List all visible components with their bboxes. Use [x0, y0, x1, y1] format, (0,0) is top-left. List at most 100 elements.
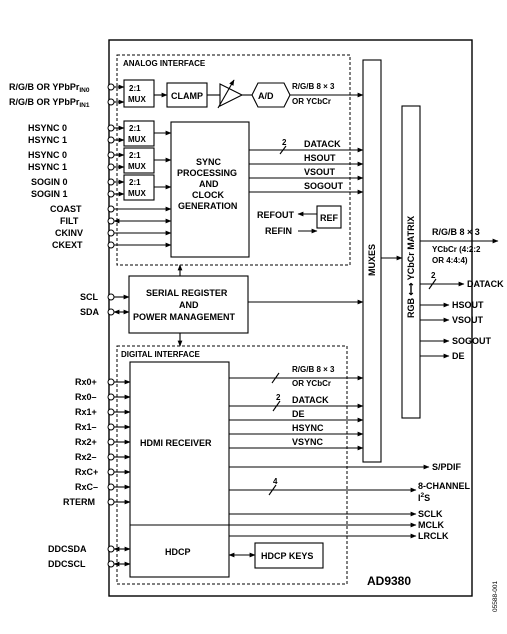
svg-text:DE: DE	[452, 351, 465, 361]
analog-mux	[123, 79, 155, 108]
svg-text:SYNC: SYNC	[196, 157, 222, 167]
svg-text:SOGIN 1: SOGIN 1	[31, 189, 68, 199]
svg-text:VSOUT: VSOUT	[304, 167, 336, 177]
svg-text:2:1: 2:1	[129, 84, 141, 93]
ddcscl-label: DDCSCL	[48, 559, 86, 569]
sync-muxes: 2:1 MUX 2:1 MUX 2:1 MUX	[123, 120, 172, 201]
digital-interface-title: DIGITAL INTERFACE	[121, 350, 200, 359]
svg-text:HDMI RECEIVER: HDMI RECEIVER	[140, 438, 212, 448]
svg-text:MUX: MUX	[128, 95, 146, 104]
sync-outputs: 2 DATACK HSOUT VSOUT SOGOUT	[249, 138, 364, 195]
svg-text:DATACK: DATACK	[304, 139, 341, 149]
refout-label: REFOUT	[257, 210, 295, 220]
svg-text:AND: AND	[179, 300, 199, 310]
analog-output-label-2: OR YCbCr	[292, 97, 331, 106]
svg-text:HSYNC 0: HSYNC 0	[28, 123, 67, 133]
svg-text:CLAMP: CLAMP	[171, 91, 203, 101]
svg-text:2: 2	[282, 138, 287, 147]
svg-text:MUXES: MUXES	[367, 244, 377, 276]
input-in1-pin	[107, 98, 115, 106]
svg-text:4: 4	[273, 477, 278, 486]
sda-label: SDA	[80, 307, 100, 317]
svg-text:2:1: 2:1	[129, 124, 141, 133]
svg-text:RxC–: RxC–	[75, 482, 98, 492]
svg-text:FILT: FILT	[60, 216, 79, 226]
svg-text:Rx2–: Rx2–	[75, 452, 97, 462]
svg-text:MUX: MUX	[128, 135, 146, 144]
ddcsda-label: DDCSDA	[48, 544, 87, 554]
hdmi-outputs: R/G/B 8 × 3 OR YCbCr 2 DATACK DE HSYNC V…	[229, 365, 364, 451]
svg-text:MCLK: MCLK	[418, 520, 444, 530]
svg-text:HDCP KEYS: HDCP KEYS	[261, 551, 313, 561]
color-matrix-block	[401, 105, 421, 419]
svg-text:Rx0+: Rx0+	[75, 377, 97, 387]
svg-text:Rx2+: Rx2+	[75, 437, 97, 447]
hdcp-keys-block	[254, 542, 324, 569]
scl-label: SCL	[80, 292, 99, 302]
hdmi-input-pins: Rx0+ Rx0– Rx1+ Rx1– Rx2+ Rx2– RxC+ RxC– …	[63, 377, 131, 507]
svg-text:SCLK: SCLK	[418, 509, 443, 519]
svg-text:HSYNC 0: HSYNC 0	[28, 150, 67, 160]
sync-processing-block	[170, 121, 250, 258]
svg-text:SERIAL REGISTER: SERIAL REGISTER	[146, 288, 228, 298]
hdmi-receiver-block	[129, 361, 230, 578]
hdcp-label: HDCP	[165, 547, 191, 557]
svg-text:AND: AND	[199, 179, 219, 189]
svg-text:VSYNC: VSYNC	[292, 437, 324, 447]
svg-text:CKINV: CKINV	[55, 228, 83, 238]
svg-text:HSOUT: HSOUT	[304, 153, 336, 163]
input-in0-label: R/G/B OR YPbPrIN0	[9, 82, 90, 94]
svg-text:2: 2	[276, 393, 281, 402]
analog-interface-region	[116, 54, 351, 266]
svg-text:RGB ⟷ YCbCr MATRIX: RGB ⟷ YCbCr MATRIX	[406, 216, 416, 318]
clamp-block	[166, 82, 208, 108]
digital-interface-region	[116, 345, 348, 585]
figure-code: 05588-001	[492, 581, 499, 612]
svg-text:A/D: A/D	[258, 91, 274, 101]
input-in1-label: R/G/B OR YPbPrIN1	[9, 97, 90, 109]
svg-text:GENERATION: GENERATION	[178, 201, 237, 211]
svg-text:POWER MANAGEMENT: POWER MANAGEMENT	[133, 312, 235, 322]
svg-text:LRCLK: LRCLK	[418, 531, 449, 541]
ref-block	[316, 205, 342, 229]
serial-register-block	[128, 275, 249, 334]
chip-name: AD9380	[367, 574, 411, 588]
svg-text:OR 4:4:4): OR 4:4:4)	[432, 256, 468, 265]
svg-text:HSOUT: HSOUT	[452, 300, 484, 310]
svg-text:COAST: COAST	[50, 204, 82, 214]
analog-output-label-1: R/G/B 8 × 3	[292, 82, 335, 91]
svg-text:MUX: MUX	[128, 189, 146, 198]
svg-text:Rx1+: Rx1+	[75, 407, 97, 417]
svg-text:OR YCbCr: OR YCbCr	[292, 379, 331, 388]
svg-text:RTERM: RTERM	[63, 497, 95, 507]
clock-pins: COAST FILT CKINV CKEXT	[50, 204, 172, 250]
svg-text:HSYNC 1: HSYNC 1	[28, 162, 67, 172]
right-outputs: R/G/B 8 × 3 YCbCr (4:2:2 OR 4:4:4) 2 DAT…	[229, 227, 504, 541]
analog-interface-title: ANALOG INTERFACE	[123, 59, 206, 68]
svg-text:PROCESSING: PROCESSING	[177, 168, 237, 178]
gain-adjust-icon	[217, 79, 235, 109]
svg-text:RxC+: RxC+	[75, 467, 98, 477]
svg-text:HSYNC: HSYNC	[292, 423, 324, 433]
svg-text:2: 2	[431, 271, 436, 280]
svg-text:R/G/B 8 × 3: R/G/B 8 × 3	[432, 227, 480, 237]
svg-text:I2S: I2S	[418, 492, 430, 503]
svg-text:SOGOUT: SOGOUT	[304, 181, 344, 191]
refin-label: REFIN	[265, 226, 292, 236]
sync-input-pins: HSYNC 0 HSYNC 1 HSYNC 0 HSYNC 1 SOGIN 0 …	[28, 123, 125, 199]
svg-text:MUX: MUX	[128, 162, 146, 171]
input-in0-pin	[107, 83, 115, 91]
amplifier-icon	[219, 83, 244, 107]
svg-text:SOGOUT: SOGOUT	[452, 336, 492, 346]
svg-text:S/PDIF: S/PDIF	[432, 462, 462, 472]
svg-text:R/G/B 8 × 3: R/G/B 8 × 3	[292, 365, 335, 374]
svg-text:2:1: 2:1	[129, 178, 141, 187]
svg-text:CLOCK: CLOCK	[192, 190, 224, 200]
svg-text:CKEXT: CKEXT	[52, 240, 83, 250]
svg-text:REF: REF	[320, 213, 339, 223]
svg-text:HSYNC 1: HSYNC 1	[28, 135, 67, 145]
muxes-block	[362, 59, 382, 463]
svg-text:DE: DE	[292, 409, 305, 419]
svg-text:VSOUT: VSOUT	[452, 315, 484, 325]
